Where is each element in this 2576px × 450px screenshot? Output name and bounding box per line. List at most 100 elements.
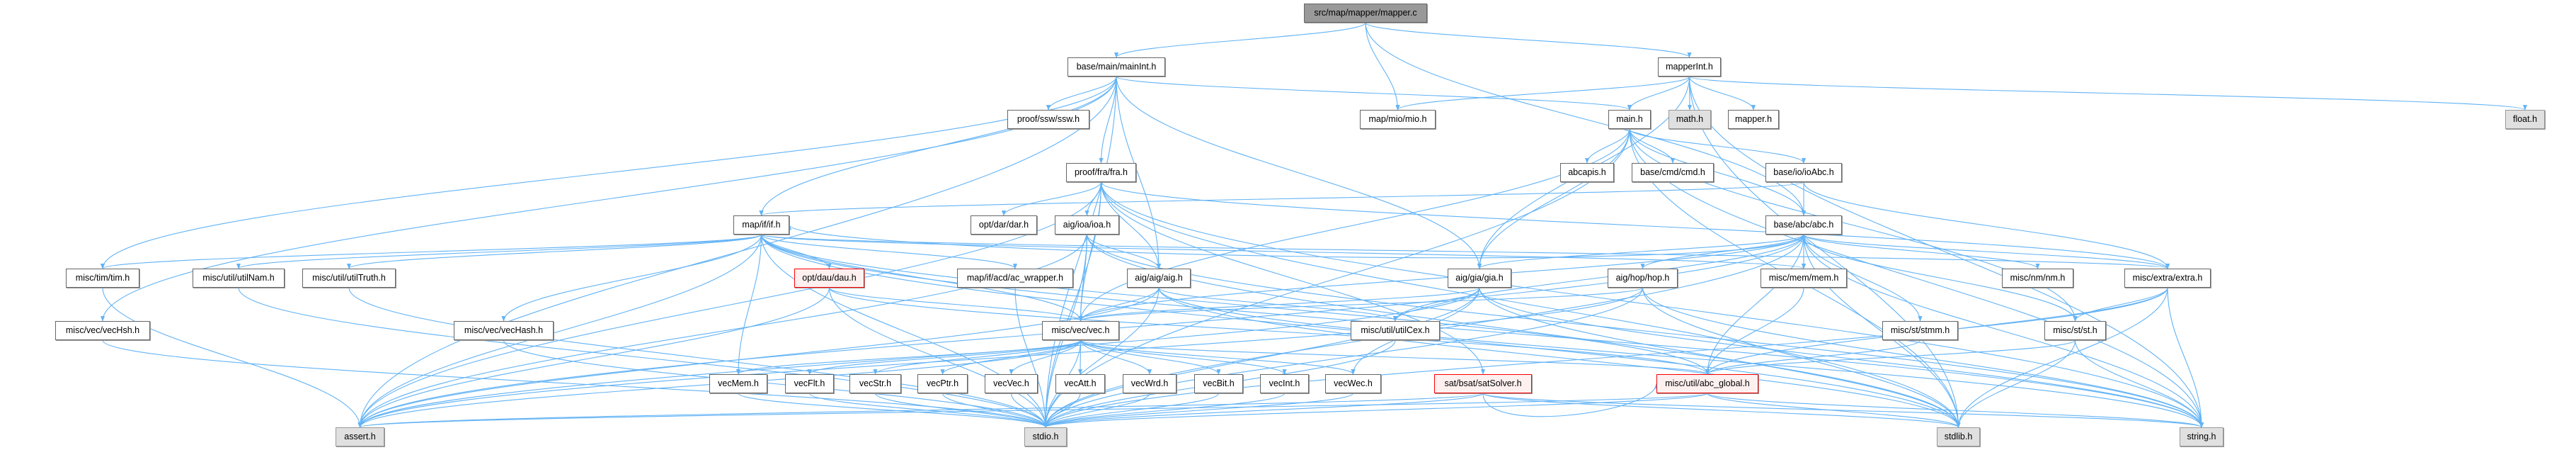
node-abc-global[interactable]: misc/util/abc_global.h [1656, 374, 1758, 393]
node-vecAtt[interactable]: vecAtt.h [1055, 374, 1105, 393]
edge-vecHsh-to-stdio [102, 339, 1048, 428]
edge-extra-to-string [2167, 287, 2204, 428]
node-cmd[interactable]: base/cmd/cmd.h [1632, 163, 1714, 182]
node-vecStr[interactable]: vecStr.h [849, 374, 901, 393]
node-ioa[interactable]: aig/ioa/ioa.h [1055, 215, 1119, 235]
node-dar[interactable]: opt/dar/dar.h [971, 215, 1037, 235]
node-utilTruth[interactable]: misc/util/utilTruth.h [302, 269, 396, 288]
node-dau[interactable]: opt/dau/dau.h [794, 269, 864, 288]
edge-tim-to-assert [102, 287, 362, 428]
node-hop[interactable]: aig/hop/hop.h [1608, 269, 1678, 288]
edge-if-to-utilTruth [347, 234, 762, 269]
node-vecWec[interactable]: vecWec.h [1325, 374, 1381, 393]
node-float: float.h [2505, 110, 2545, 129]
edge-abc-to-gia [1477, 234, 1804, 269]
edge-if-to-vecMem [735, 234, 762, 375]
node-st[interactable]: misc/st/st.h [2044, 321, 2106, 340]
edge-if-to-stdio [760, 234, 1048, 428]
node-vecMem[interactable]: vecMem.h [709, 374, 767, 393]
edge-aig-to-assert [357, 287, 1160, 428]
node-mapper-h[interactable]: mapper.h [1728, 110, 1779, 129]
node-vecPtr[interactable]: vecPtr.h [917, 374, 968, 393]
edge-gia-to-utilCex [1392, 287, 1480, 322]
edge-fra-to-extra [1100, 181, 2170, 269]
edge-abc-to-st [1803, 234, 2078, 322]
edge-abc_global-to-string [1707, 393, 2204, 428]
edge-main-to-ioAbc [1629, 128, 1806, 164]
edge-mapperInt-to-float [1688, 76, 2527, 111]
edge-mapperInt-to-main [1627, 76, 1690, 111]
edge-hop-to-string [1642, 287, 2204, 428]
edge-abc-to-stdlib [1803, 234, 1961, 428]
node-mio[interactable]: map/mio/mio.h [1360, 110, 1436, 129]
node-vecWrd[interactable]: vecWrd.h [1123, 374, 1177, 393]
node-utilNam[interactable]: misc/util/utilNam.h [193, 269, 285, 288]
node-gia[interactable]: aig/gia/gia.h [1448, 269, 1511, 288]
edge-fra-to-satSolver [1100, 181, 1486, 375]
node-mainInt[interactable]: base/main/mainInt.h [1067, 57, 1165, 77]
edge-if-to-vecHash [501, 234, 762, 322]
node-vecFlt[interactable]: vecFlt.h [785, 374, 834, 393]
edge-vec-to-vecWrd [1080, 339, 1152, 375]
edge-satSolver-to-stdlib [1482, 393, 1961, 428]
edge-vec-to-abc_global [1080, 339, 1710, 375]
node-nm[interactable]: misc/nm/nm.h [2002, 269, 2073, 288]
node-string: string.h [2180, 427, 2223, 446]
node-main[interactable]: main.h [1608, 110, 1651, 129]
node-abcapis[interactable]: abcapis.h [1560, 163, 1614, 182]
node-ssw[interactable]: proof/ssw/ssw.h [1007, 110, 1089, 129]
edge-main-to-vec [1078, 128, 1630, 322]
edge-hop-to-stdio [1043, 287, 1644, 428]
edge-if-to-extra [760, 234, 2170, 269]
edge-main-to-gia [1477, 128, 1630, 269]
node-vecHash[interactable]: misc/vec/vecHash.h [454, 321, 554, 340]
node-utilCex[interactable]: misc/util/utilCex.h [1351, 321, 1440, 340]
edge-vecInt-to-stdio [1043, 393, 1286, 428]
node-mem[interactable]: misc/mem/mem.h [1761, 269, 1847, 288]
node-tim[interactable]: misc/tim/tim.h [66, 269, 139, 288]
node-satSolver[interactable]: sat/bsat/satSolver.h [1434, 374, 1532, 393]
edge-if-to-string [760, 234, 2204, 428]
node-vecBit[interactable]: vecBit.h [1194, 374, 1243, 393]
edge-main-to-cmd [1629, 128, 1676, 164]
node-extra[interactable]: misc/extra/extra.h [2124, 269, 2211, 288]
edge-extra-to-st [2073, 287, 2168, 322]
edge-stmm-to-abc_global [1705, 339, 1921, 375]
edge-vecHash-to-stdio [503, 339, 1048, 428]
edge-mapper_c-to-mio [1365, 22, 1400, 111]
node-mapperInt[interactable]: mapperInt.h [1658, 57, 1721, 77]
node-if[interactable]: map/if/if.h [733, 215, 789, 235]
edge-vec-to-vecPtr [940, 339, 1082, 375]
edge-abc_global-to-assert [358, 393, 1708, 428]
node-vecHsh[interactable]: misc/vec/vecHsh.h [55, 321, 150, 340]
edge-main-to-abcapis [1584, 128, 1630, 164]
edge-abc-to-vec [1078, 234, 1804, 322]
edge-abc_global-to-stdio [1043, 393, 1708, 428]
edge-aig-to-vec [1078, 287, 1160, 322]
edge-gia-to-assert [357, 287, 1480, 428]
node-aig[interactable]: aig/aig/aig.h [1127, 269, 1191, 288]
node-ioAbc[interactable]: base/io/ioAbc.h [1765, 163, 1842, 182]
edge-extra-to-stdio [1043, 287, 2168, 428]
node-vecInt[interactable]: vecInt.h [1260, 374, 1309, 393]
edge-abc-to-extra [1803, 234, 2170, 269]
edge-satSolver-to-string [1482, 393, 2204, 428]
edge-vecWec-to-stdio [1043, 393, 1354, 428]
edge-hop-to-stdlib [1642, 287, 1961, 428]
edge-mem-to-abc_global [1705, 287, 1804, 375]
node-vec[interactable]: misc/vec/vec.h [1042, 321, 1119, 340]
node-vecVec[interactable]: vecVec.h [985, 374, 1038, 393]
edge-mapperInt-to-string [1688, 76, 2204, 428]
edge-ac_wrapper-to-stdio [1014, 287, 1048, 428]
edge-gia-to-stdio [1043, 287, 1480, 428]
node-stmm[interactable]: misc/st/stmm.h [1882, 321, 1958, 340]
node-ac-wrapper[interactable]: map/if/acd/ac_wrapper.h [957, 269, 1073, 288]
node-abc[interactable]: base/abc/abc.h [1765, 215, 1842, 235]
edge-ioa-to-aig [1086, 234, 1162, 269]
node-fra[interactable]: proof/fra/fra.h [1066, 163, 1136, 182]
edge-fra-to-string [1100, 181, 2204, 428]
edge-hop-to-assert [357, 287, 1644, 428]
edge-st-to-abc_global [1705, 339, 2076, 375]
edge-gia-to-string [1479, 287, 2204, 428]
